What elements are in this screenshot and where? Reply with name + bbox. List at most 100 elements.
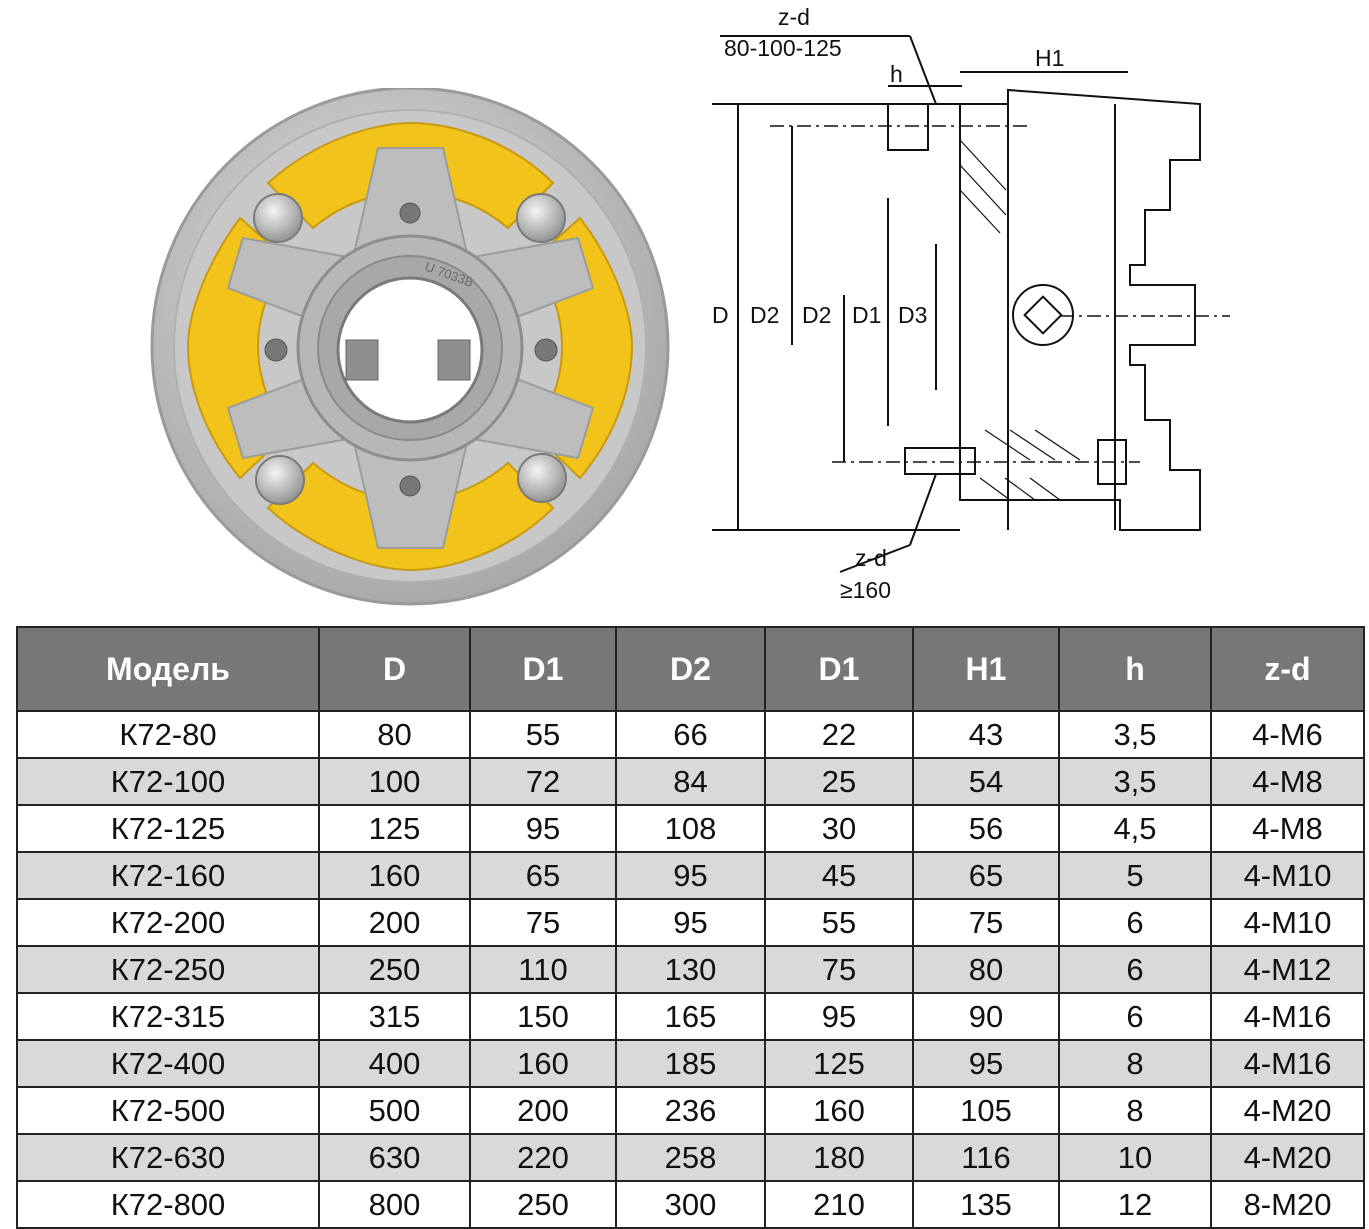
table-cell: 6 [1058, 898, 1212, 946]
model-cell: К72-630 [16, 1133, 320, 1181]
col-header-D: D [318, 626, 471, 712]
table-cell: 160 [469, 1039, 617, 1087]
col-header-model: Модель [16, 626, 320, 712]
model-cell: К72-125 [16, 804, 320, 852]
model-cell: К72-100 [16, 757, 320, 805]
table-cell: 4-М16 [1210, 1039, 1365, 1087]
table-cell: 6 [1058, 992, 1212, 1040]
label-D2-a: D2 [750, 302, 779, 328]
col-header-D2: D2 [615, 626, 766, 712]
table-cell: 90 [912, 992, 1060, 1040]
table-cell: 110 [469, 945, 617, 993]
label-D3: D3 [898, 302, 927, 328]
header-row: Модель D D1 D2 D1 H1 h z-d [16, 626, 1365, 712]
table-cell: 4-М8 [1210, 757, 1365, 805]
center-bore [336, 276, 484, 424]
table-cell: 95 [615, 898, 766, 946]
table-cell: 108 [615, 804, 766, 852]
table-cell: 65 [469, 851, 617, 899]
table-cell: 6 [1058, 945, 1212, 993]
table-cell: 258 [615, 1133, 766, 1181]
table-cell: 4,5 [1058, 804, 1212, 852]
col-header-zd: z-d [1210, 626, 1365, 712]
model-cell: К72-400 [16, 1039, 320, 1087]
table-cell: 220 [469, 1133, 617, 1181]
table-cell: 4-М6 [1210, 710, 1365, 758]
bolt-head-4 [517, 453, 567, 503]
bolt-head-2 [516, 193, 566, 243]
table-cell: 160 [318, 851, 471, 899]
table-cell: 250 [469, 1180, 617, 1228]
table-cell: 22 [764, 710, 914, 758]
table-cell: 8-М20 [1210, 1180, 1365, 1228]
table-cell: 4-М10 [1210, 851, 1365, 899]
table-cell: 4-М20 [1210, 1086, 1365, 1134]
col-header-D1-second: D1 [764, 626, 914, 712]
table-cell: 25 [764, 757, 914, 805]
table-cell: 65 [912, 851, 1060, 899]
chuck-body-outline [959, 88, 1201, 531]
label-H1: H1 [1035, 45, 1064, 71]
table-cell: 12 [1058, 1180, 1212, 1228]
table-cell: 185 [615, 1039, 766, 1087]
table-cell: 3,5 [1058, 757, 1212, 805]
table-cell: 4-М16 [1210, 992, 1365, 1040]
table-cell: 315 [318, 992, 471, 1040]
table-cell: 200 [469, 1086, 617, 1134]
model-cell: К72-500 [16, 1086, 320, 1134]
table-cell: 100 [318, 757, 471, 805]
top-bolt [887, 103, 929, 151]
table-cell: 4-М10 [1210, 898, 1365, 946]
table-cell: 150 [469, 992, 617, 1040]
table-cell: 8 [1058, 1086, 1212, 1134]
key-socket [1012, 284, 1074, 346]
table-cell: 400 [318, 1039, 471, 1087]
label-D2-b: D2 [802, 302, 831, 328]
table-cell: 75 [764, 945, 914, 993]
table-cell: 55 [764, 898, 914, 946]
model-cell: К72-800 [16, 1180, 320, 1228]
table-cell: 200 [318, 898, 471, 946]
table-cell: 30 [764, 804, 914, 852]
model-cell: К72-80 [16, 710, 320, 758]
jaw-left [345, 339, 379, 381]
technical-drawing: z-d 80-100-125 h H1 D D2 D2 D1 D3 z-d ≥1… [712, 4, 1230, 603]
table-cell: 236 [615, 1086, 766, 1134]
table-cell: 125 [318, 804, 471, 852]
table-cell: 10 [1058, 1133, 1212, 1181]
table-cell: 56 [912, 804, 1060, 852]
table-header: Модель D D1 D2 D1 H1 h z-d [16, 626, 1365, 712]
table-cell: 95 [764, 992, 914, 1040]
label-D1: D1 [852, 302, 881, 328]
mount-hole-top [399, 202, 421, 224]
label-zd-top-range: 80-100-125 [724, 35, 842, 61]
bolt-head-3 [255, 455, 305, 505]
table-cell: 130 [615, 945, 766, 993]
label-zd-bottom-range: ≥160 [840, 577, 891, 603]
table-cell: 45 [764, 851, 914, 899]
label-zd-top: z-d [778, 4, 810, 30]
table-cell: 800 [318, 1180, 471, 1228]
table-cell: 5 [1058, 851, 1212, 899]
table-cell: 75 [469, 898, 617, 946]
table-cell: 165 [615, 992, 766, 1040]
key-square [1023, 295, 1063, 335]
table-cell: 80 [912, 945, 1060, 993]
table-cell: 3,5 [1058, 710, 1212, 758]
table-cell: 66 [615, 710, 766, 758]
table-cell: 80 [318, 710, 471, 758]
table-cell: 630 [318, 1133, 471, 1181]
table-cell: 95 [615, 851, 766, 899]
label-h: h [890, 61, 903, 87]
table-cell: 54 [912, 757, 1060, 805]
table-cell: 125 [764, 1039, 914, 1087]
col-header-H1: H1 [912, 626, 1060, 712]
table-cell: 84 [615, 757, 766, 805]
table-cell: 75 [912, 898, 1060, 946]
table-cell: 72 [469, 757, 617, 805]
